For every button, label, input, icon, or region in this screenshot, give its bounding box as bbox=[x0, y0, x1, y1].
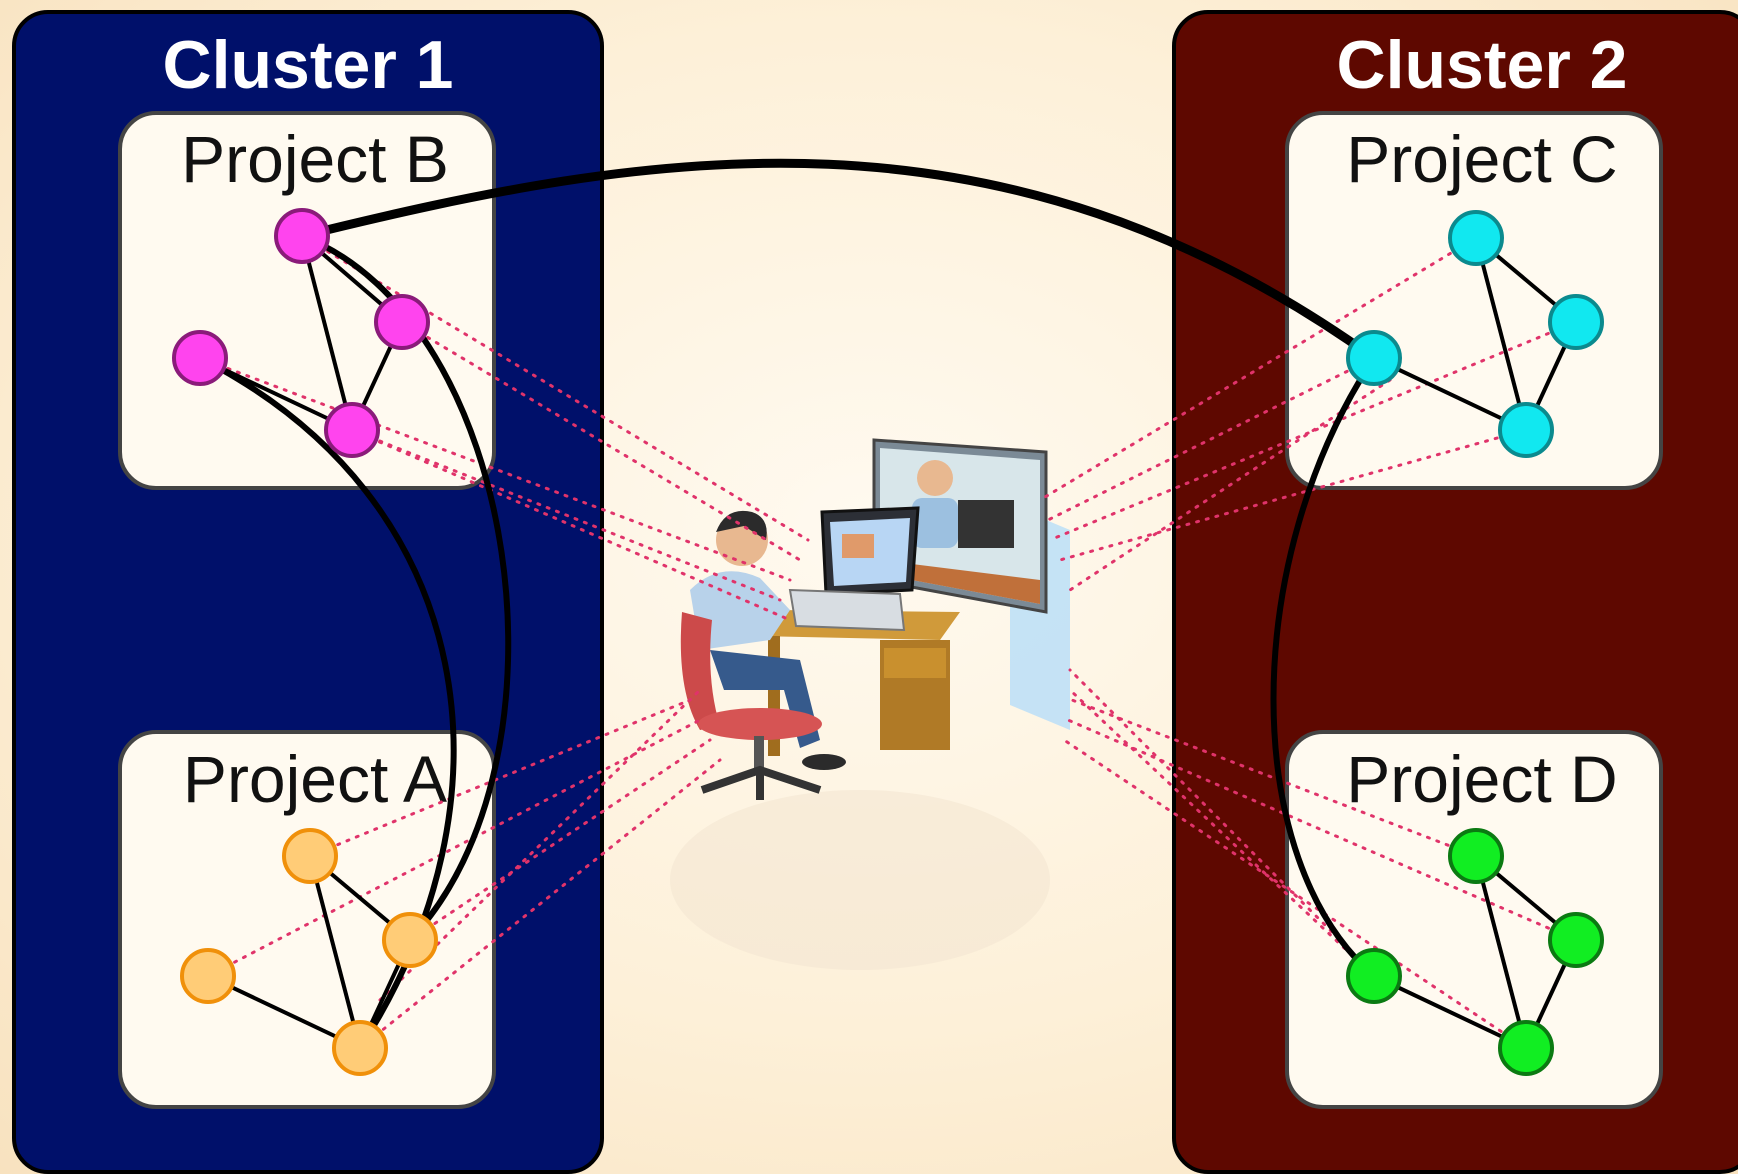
dotted-link-6 bbox=[206, 718, 702, 978]
pD-node-0 bbox=[1448, 828, 1504, 884]
pD-edge-1 bbox=[1474, 855, 1528, 1049]
nodes bbox=[172, 208, 1604, 1076]
pD-node-1 bbox=[1548, 912, 1604, 968]
cross-link-0 bbox=[297, 158, 1379, 363]
pC-node-0 bbox=[1448, 210, 1504, 266]
dotted-link-14 bbox=[1068, 378, 1392, 592]
cross-link-1 bbox=[299, 233, 512, 943]
cross-link-3 bbox=[1270, 355, 1377, 979]
pC-edge-1 bbox=[1474, 237, 1528, 431]
pD-edge-3 bbox=[1373, 974, 1527, 1050]
dotted-link-16 bbox=[1070, 698, 1478, 858]
dotted-link-19 bbox=[1068, 668, 1362, 962]
pB-node-3 bbox=[324, 402, 380, 458]
pA-node-0 bbox=[282, 828, 338, 884]
project-b-box bbox=[118, 111, 496, 490]
pB-node-0 bbox=[274, 208, 330, 264]
pB-edge-1 bbox=[300, 235, 354, 431]
dotted-link-8 bbox=[358, 758, 722, 1050]
pC-node-2 bbox=[1346, 330, 1402, 386]
pB-node-1 bbox=[374, 294, 430, 350]
project-d-title: Project D bbox=[1346, 742, 1617, 816]
project-c-title: Project C bbox=[1346, 122, 1617, 196]
project-b-title: Project B bbox=[181, 122, 449, 196]
pD-node-2 bbox=[1346, 948, 1402, 1004]
pA-node-2 bbox=[180, 948, 236, 1004]
project-d-box bbox=[1285, 730, 1663, 1109]
dotted-link-15 bbox=[1068, 688, 1376, 978]
pA-edge-1 bbox=[308, 855, 362, 1049]
dotted-link-13 bbox=[1058, 428, 1528, 562]
project-a-box bbox=[118, 730, 496, 1109]
project-a-title: Project A bbox=[183, 742, 447, 816]
pA-node-3 bbox=[332, 1020, 388, 1076]
pA-node-1 bbox=[382, 912, 438, 968]
pC-node-3 bbox=[1498, 402, 1554, 458]
pC-node-1 bbox=[1548, 294, 1604, 350]
pB-node-2 bbox=[172, 330, 228, 386]
dotted-link-17 bbox=[1066, 718, 1578, 942]
person-at-workstation-icon bbox=[670, 438, 1070, 970]
dotted-link-1 bbox=[400, 320, 802, 562]
cluster-2-title: Cluster 2 bbox=[1337, 27, 1628, 103]
pC-edge-3 bbox=[1373, 356, 1527, 432]
dotted-link-0 bbox=[300, 234, 810, 542]
dotted-links bbox=[198, 234, 1578, 1050]
cluster-1-title: Cluster 1 bbox=[163, 27, 454, 103]
dotted-link-4 bbox=[350, 428, 792, 622]
dotted-link-3 bbox=[350, 428, 782, 602]
dotted-link-18 bbox=[1062, 738, 1528, 1050]
pA-edge-3 bbox=[207, 974, 361, 1050]
dotted-link-9 bbox=[378, 688, 702, 1002]
dotted-link-10 bbox=[1046, 356, 1376, 522]
dotted-link-5 bbox=[308, 698, 692, 858]
dotted-link-7 bbox=[408, 738, 712, 942]
pD-node-3 bbox=[1498, 1020, 1554, 1076]
